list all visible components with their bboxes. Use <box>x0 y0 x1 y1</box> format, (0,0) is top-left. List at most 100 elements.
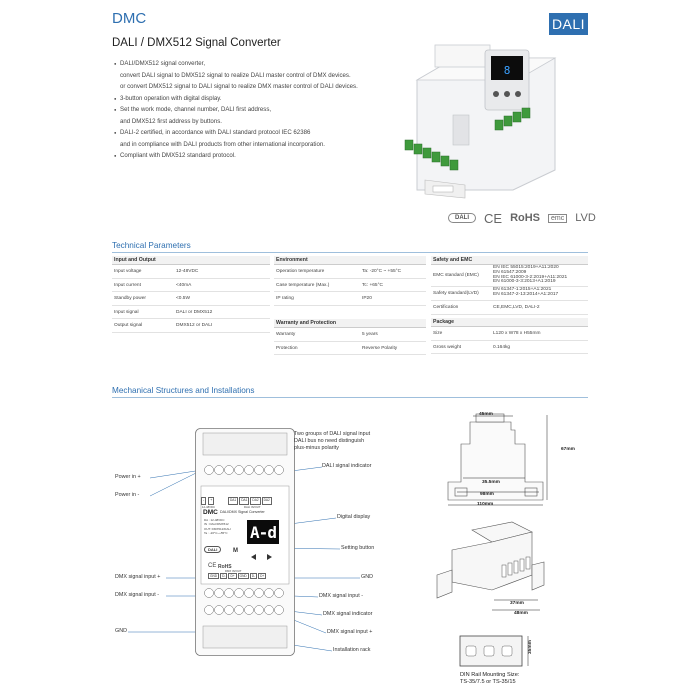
dim-top-width: 45mm <box>479 412 493 417</box>
param-value: DMX512 or DALI <box>176 323 213 328</box>
feature-item: Set the work mode, channel number, DALI … <box>114 104 414 116</box>
table-row: Input current<40mA <box>112 279 270 292</box>
feature-item-cont: or convert DMX512 signal to DALI signal … <box>120 83 358 90</box>
param-label: Operation temperature <box>276 269 325 274</box>
spec-line: IN : DALI/DMX512 <box>204 522 229 527</box>
spec-line: OUT: DMX512/DALI <box>204 526 231 531</box>
category-tag: DALI <box>549 13 588 35</box>
table-header: Safety and EMC <box>431 256 588 265</box>
param-value: 12-48VDC <box>176 269 199 274</box>
param-value-line: EN 61347-1:2015+A1:2021 <box>493 287 552 292</box>
caption-line: TS-35/7.5 or TS-35/15 <box>460 679 516 685</box>
param-value-line: EN IEC 55015:2019+A11:2020 <box>493 265 559 270</box>
callout-power-in-plus: Power in + <box>115 474 141 480</box>
param-value: 5 years <box>362 332 378 337</box>
product-photo: 8 <box>404 44 557 199</box>
table-row: Operation temperature Ta: -20°C ~ +55°C <box>274 265 426 279</box>
param-label: Certification <box>433 305 459 310</box>
safety-emc-table: Safety and EMC EMC standard (EMC) EN IEC… <box>431 256 588 315</box>
terminal-label: - <box>201 497 207 505</box>
din-rail-caption: DIN Rail Mounting Size: TS-35/7.5 or TS-… <box>460 672 519 686</box>
feature-item-cont: convert DALI signal to DMX512 signal to … <box>120 71 351 79</box>
param-value: CE,EMC,LVD, DALI-2 <box>493 305 540 310</box>
dim-rail-width: 35.5mm <box>482 480 500 485</box>
table-row: Standby power <0.5W <box>112 292 270 306</box>
param-value-line: EN 61547:2009 <box>493 269 527 275</box>
param-value: <40mA <box>176 282 192 288</box>
dali-cert-logo: DALI <box>448 213 476 223</box>
param-value-line: EN 61347-2-13:2014+A1:2017 <box>493 291 559 297</box>
callout-line: DALI bus no need distinguish <box>294 438 365 445</box>
table-row: Case temperature (Max.) Tc: +65°C <box>274 279 426 292</box>
power-terminal-label: 12-48VDC <box>202 505 216 509</box>
callout-dmx-input-plus-right: DMX signal input + <box>327 629 373 635</box>
callout-gnd-left: GND <box>115 628 127 634</box>
top-dali-terminals: DA1 DA1 DA2 DA2 <box>228 497 278 505</box>
tech-params-title: Technical Parameters <box>112 241 191 250</box>
table-row: EMC standard (EMC) EN IEC 55015:2019+A11… <box>431 265 588 287</box>
feature-item: DALI/DMX512 signal converter, <box>114 58 414 70</box>
callout-line: Two groups of DALI signal input <box>294 431 371 437</box>
callout-dali-indicator: DALI signal indicator <box>322 463 372 469</box>
param-label: IP rating <box>276 296 294 301</box>
param-value: EN IEC 55015:2019+A11:2020 EN 61547:2009… <box>493 265 568 285</box>
terminal-label: DA1 <box>228 497 239 505</box>
param-label: Standby power <box>114 296 146 301</box>
feature-item: Compliant with DMX512 standard protocol. <box>114 150 414 162</box>
feature-item-cont: and DMX512 first address by buttons. <box>120 117 222 125</box>
table-header: Input and Output <box>112 256 270 265</box>
callout-dmx-input-plus-left: DMX signal input + <box>115 574 161 580</box>
device-brand: DMC <box>203 509 218 516</box>
terminal-label: D- <box>220 573 228 579</box>
param-label: Safety standard(LVD) <box>433 291 479 296</box>
din-rail-drawing <box>459 635 529 667</box>
terminal-label: D- <box>249 573 258 579</box>
dim-total-width: 110mm <box>477 502 494 507</box>
param-label: Warranty <box>276 332 296 337</box>
table-row: Certification CE,EMC,LVD, DALI-2 <box>431 301 588 315</box>
feature-item: DALI-2 certified, in accordance with DAL… <box>114 127 414 139</box>
lvd-mark: LVD <box>575 212 596 224</box>
callout-line: plus-minus polarity <box>294 445 339 452</box>
param-label: Case temperature (Max.) <box>276 282 330 288</box>
dali-terminal-label: DALI IN/OUT <box>244 505 261 509</box>
param-label: EMC standard (EMC) <box>433 273 479 278</box>
param-label: Gross weight <box>433 344 461 350</box>
mode-button[interactable]: M <box>233 548 238 554</box>
dim-height: 67mm <box>561 447 575 452</box>
device-ce-mark: CE <box>208 563 217 569</box>
table-row: Input signal DALI or DMX512 <box>112 306 270 319</box>
table-row: Warranty 5 years <box>274 328 426 342</box>
param-value: Tc: +65°C <box>362 282 383 288</box>
param-value: DALI or DMX512 <box>176 309 213 315</box>
mechanical-divider <box>112 397 588 398</box>
dim-bottom-48: 48mm <box>514 611 528 616</box>
terminal-label: GND <box>237 573 249 579</box>
dim-bottom-37: 37mm <box>510 601 524 606</box>
callout-dmx-indicator: DMX signal indicator <box>323 611 373 617</box>
callout-dmx-input-minus-right: DMX signal input - <box>319 593 364 599</box>
side-view-drawing <box>447 413 548 506</box>
ce-mark: CE <box>484 210 503 226</box>
param-value: Ta: -20°C ~ +55°C <box>362 269 402 274</box>
param-value: <0.5W <box>176 296 190 301</box>
product-subtitle: DALI / DMX512 Signal Converter <box>112 37 281 49</box>
spec-line: DA : 12-48VDC <box>204 518 225 522</box>
callout-power-in-minus: Power in - <box>115 492 140 498</box>
rohs-mark: RoHS <box>510 212 541 224</box>
param-value-line: EN IEC 61000-3-2:2019+A11:2021 <box>493 274 568 280</box>
dim-body-width: 98mm <box>480 492 494 497</box>
device-rohs-mark: RoHS <box>218 564 232 570</box>
top-power-terminals: - + <box>201 497 221 505</box>
param-label: Size <box>433 331 443 336</box>
param-label: Input signal <box>114 309 139 315</box>
